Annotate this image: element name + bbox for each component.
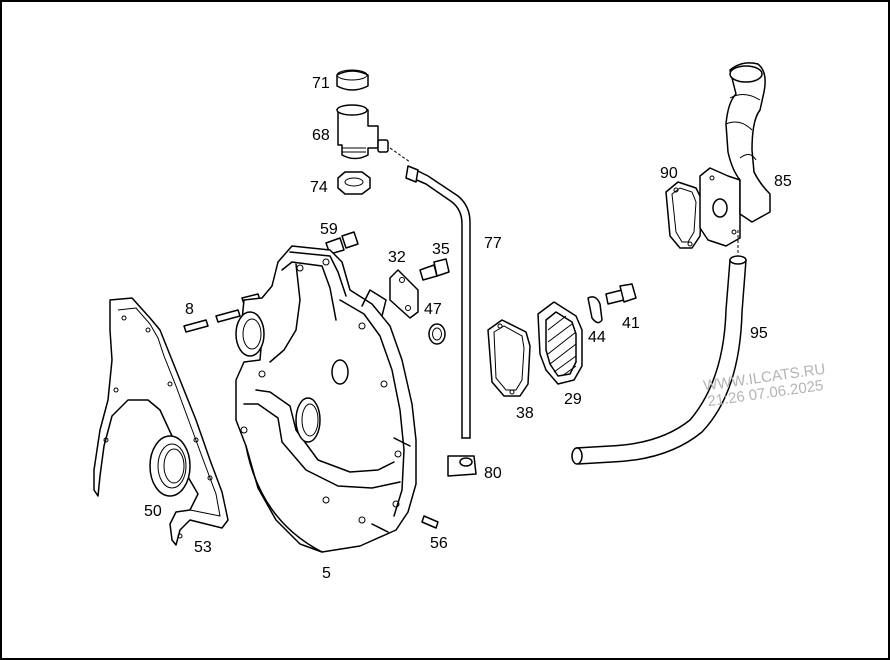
label-5: 5 (322, 565, 331, 582)
label-41: 41 (622, 315, 640, 332)
part-90-gasket[interactable] (665, 181, 703, 249)
leader-68-77 (389, 147, 411, 163)
part-8-studs[interactable] (183, 293, 261, 333)
part-71-cap[interactable] (336, 69, 369, 91)
watermark: WWW.ILCATS.RU 21:26 07.06.2025 (702, 361, 826, 411)
part-56-dowel-pin[interactable] (421, 515, 439, 529)
label-47: 47 (424, 301, 442, 318)
label-44: 44 (588, 329, 606, 346)
part-44-washer[interactable] (587, 296, 603, 324)
part-80-clamp[interactable] (447, 455, 477, 477)
label-53: 53 (194, 539, 212, 556)
part-85-elbow-tube[interactable] (699, 62, 771, 247)
part-5-timing-case-cover[interactable] (235, 245, 417, 553)
label-68: 68 (312, 127, 330, 144)
part-32-cover-plate[interactable] (389, 269, 419, 319)
label-35: 35 (432, 241, 450, 258)
label-85: 85 (774, 173, 792, 190)
label-8: 8 (185, 301, 194, 318)
label-90: 90 (660, 165, 678, 182)
part-47-seal-ring[interactable] (428, 323, 446, 345)
part-50-shaft-seal[interactable] (149, 435, 191, 497)
part-53-gasket[interactable] (93, 297, 229, 546)
label-80: 80 (484, 465, 502, 482)
label-32: 32 (388, 249, 406, 266)
part-74-nut[interactable] (337, 171, 371, 195)
label-59: 59 (320, 221, 338, 238)
part-41-bolt[interactable] (605, 283, 637, 305)
label-77: 77 (484, 235, 502, 252)
label-29: 29 (564, 391, 582, 408)
label-38: 38 (516, 405, 534, 422)
label-50: 50 (144, 503, 162, 520)
part-35-bolt[interactable] (419, 258, 450, 281)
part-29-cover[interactable] (537, 301, 583, 385)
label-95: 95 (750, 325, 768, 342)
label-71: 71 (312, 75, 330, 92)
label-56: 56 (430, 535, 448, 552)
label-74: 74 (310, 179, 328, 196)
part-77-breather-pipe[interactable] (405, 165, 471, 439)
part-38-gasket[interactable] (487, 319, 531, 397)
part-95-hose[interactable] (571, 255, 747, 465)
part-68-tee-fitting[interactable] (336, 104, 389, 160)
